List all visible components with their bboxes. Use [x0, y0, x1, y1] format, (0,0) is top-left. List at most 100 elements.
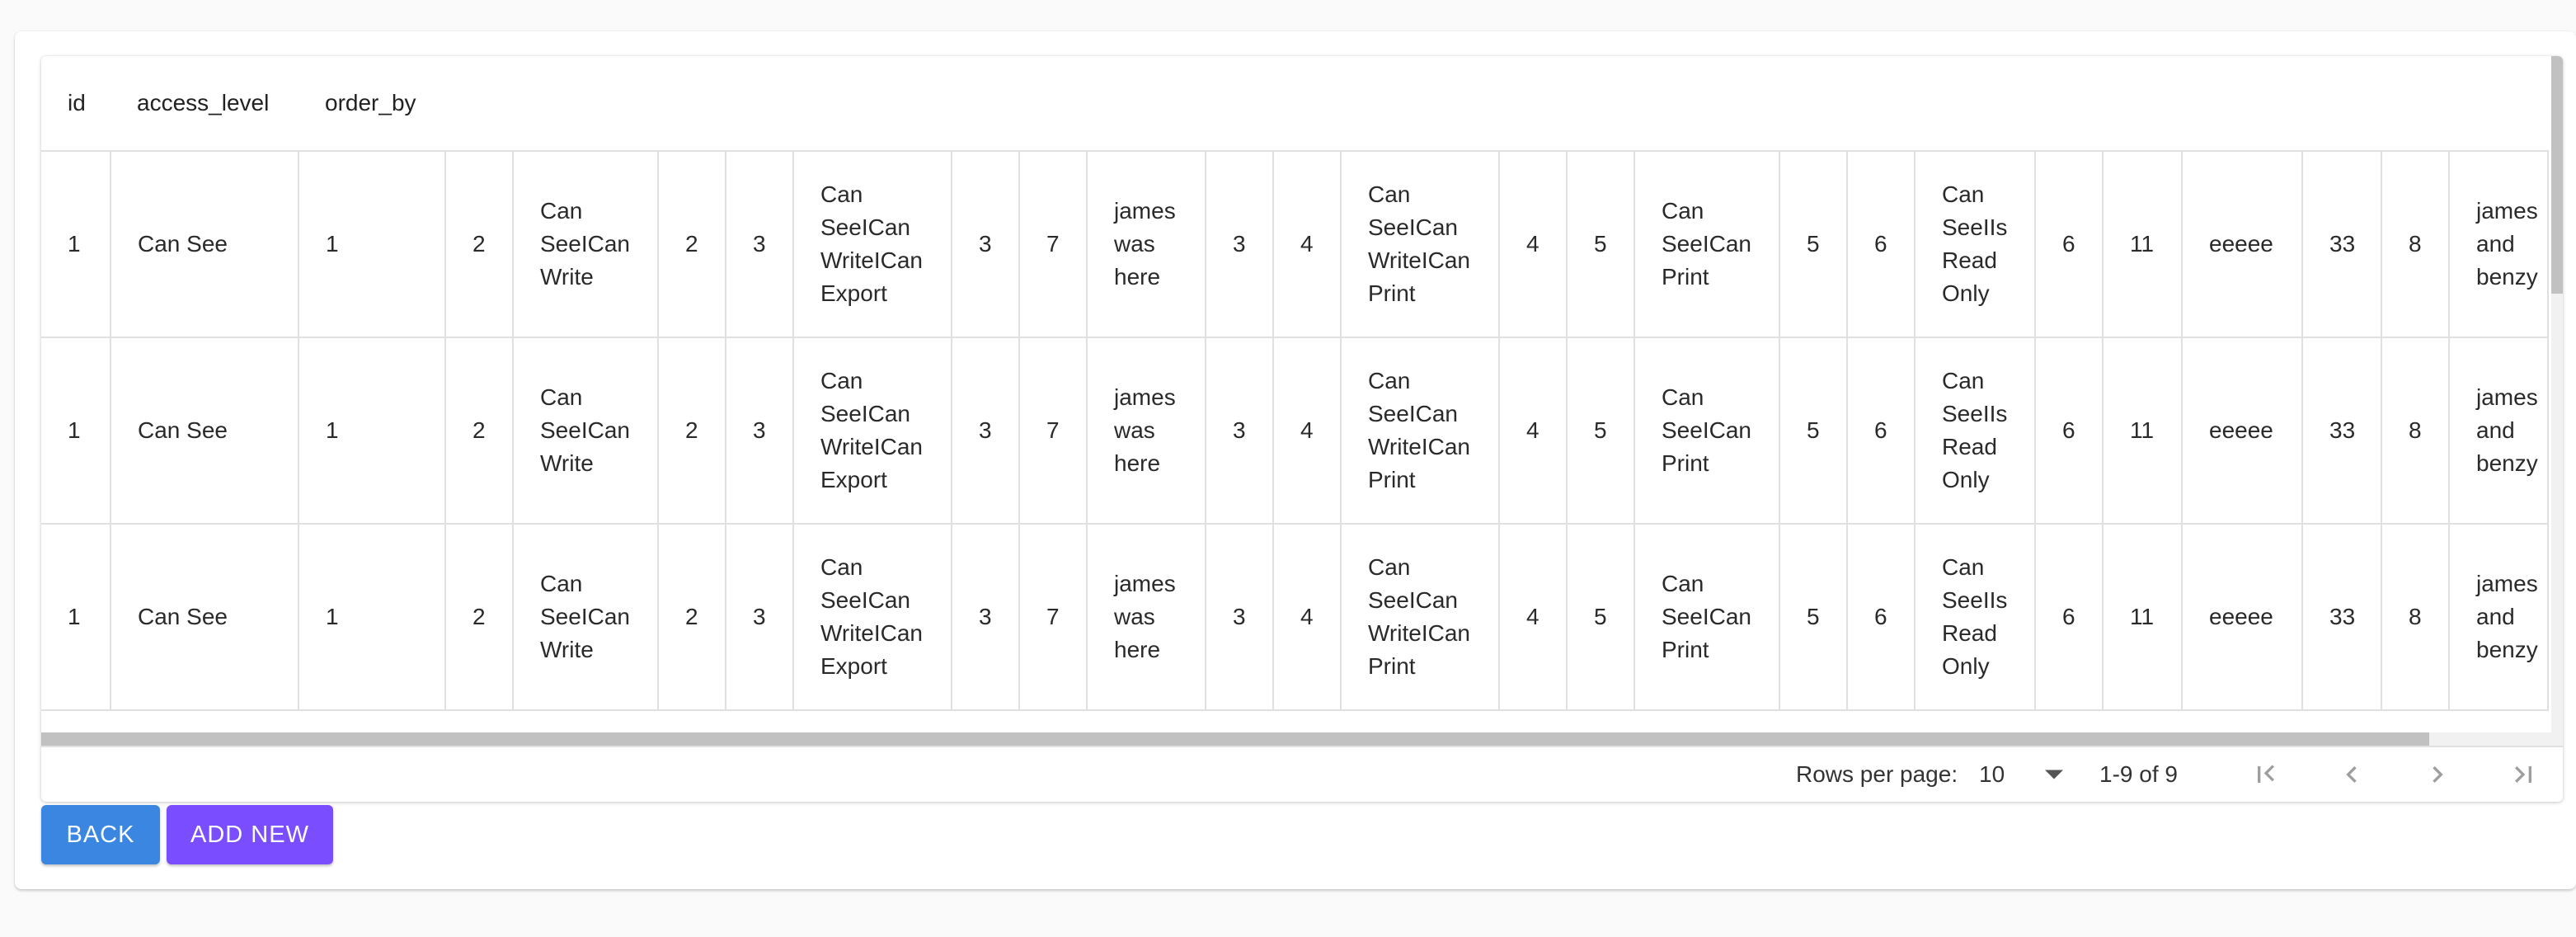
table-cell: 33 — [2301, 523, 2382, 711]
table-cell: 3 — [951, 150, 1020, 338]
table-cell: 2 — [657, 150, 726, 338]
table-cell: Can See — [110, 337, 299, 525]
table-cell: Can SeeICan WriteICan Export — [792, 337, 952, 525]
table-cell: 6 — [1846, 150, 1916, 338]
chevron-right-icon — [2433, 766, 2443, 783]
table-cell: 4 — [1498, 337, 1568, 525]
table-cell: 6 — [2034, 337, 2104, 525]
table-cell: 33 — [2301, 150, 2382, 338]
table-cell: 11 — [2102, 337, 2183, 525]
table-cell: 5 — [1779, 150, 1848, 338]
table-cell: Can SeeICan Print — [1634, 150, 1780, 338]
next-page-button[interactable] — [2416, 753, 2459, 796]
table-cell: 3 — [725, 523, 794, 711]
horizontal-scrollbar[interactable] — [41, 732, 2551, 746]
first-page-button[interactable] — [2245, 753, 2287, 796]
table-cell: 3 — [725, 337, 794, 525]
back-button[interactable]: BACK — [41, 805, 160, 864]
table-cell: james was here — [1086, 337, 1206, 525]
table-cell: 2 — [657, 337, 726, 525]
add-new-button[interactable]: ADD NEW — [167, 805, 333, 864]
table-cell: 1 — [41, 150, 111, 338]
table-cell: 1 — [41, 523, 111, 711]
table-cell: james and benzy — [2448, 150, 2549, 338]
previous-page-button[interactable] — [2330, 753, 2373, 796]
table-cell: Can See — [110, 150, 299, 338]
table-cell: 1 — [41, 337, 111, 525]
table-cell: 2 — [444, 337, 514, 525]
table-cell: Can See — [110, 523, 299, 711]
pagination-range: 1-9 of 9 — [2099, 761, 2178, 787]
table-cell: 3 — [1205, 523, 1274, 711]
table-cell: Can SeeIIs Read Only — [1914, 150, 2036, 338]
vertical-scroll-thumb[interactable] — [2551, 56, 2563, 294]
table-cell: james was here — [1086, 523, 1206, 711]
table-cell: 5 — [1566, 337, 1635, 525]
table-cell: 6 — [2034, 150, 2104, 338]
table-cell: Can SeeIIs Read Only — [1914, 523, 2036, 711]
rows-per-page-label: Rows per page: — [1796, 761, 1958, 787]
table-cell: eeeee — [2181, 523, 2303, 711]
table-cell: 3 — [725, 150, 794, 338]
table-cell: Can SeeICan WriteICan Export — [792, 523, 952, 711]
table-pagination: Rows per page: 10 1-9 of 9 — [41, 746, 2563, 802]
vertical-scrollbar[interactable] — [2551, 56, 2563, 746]
table-cell: 8 — [2381, 150, 2450, 338]
table-cell: Can SeeICan Write — [512, 523, 659, 711]
table-cell: 5 — [1779, 337, 1848, 525]
table-cell: 6 — [1846, 523, 1916, 711]
column-header-access-level[interactable]: access_level — [137, 90, 270, 115]
table-cell: Can SeeICan Write — [512, 150, 659, 338]
rows-per-page-select[interactable]: 10 — [1979, 761, 2005, 787]
table-cell: 2 — [444, 150, 514, 338]
table-cell: 3 — [951, 523, 1020, 711]
table-cell: 5 — [1779, 523, 1848, 711]
first-page-icon — [2258, 765, 2274, 783]
table-cell: 3 — [951, 337, 1020, 525]
last-page-button[interactable] — [2502, 753, 2545, 796]
table-cell: 4 — [1498, 150, 1568, 338]
table-cell: Can SeeICan Print — [1634, 337, 1780, 525]
table-cell: Can SeeICan Write — [512, 337, 659, 525]
table-cell: Can SeeIIs Read Only — [1914, 337, 2036, 525]
table-cell: Can SeeICan WriteICan Export — [792, 150, 952, 338]
column-header-order-by[interactable]: order_by — [325, 90, 416, 115]
table-cell: 7 — [1018, 337, 1088, 525]
table-cell: 6 — [1846, 337, 1916, 525]
table-cell: 4 — [1498, 523, 1568, 711]
table-cell: 5 — [1566, 523, 1635, 711]
table-cell: eeeee — [2181, 337, 2303, 525]
table-cell: james and benzy — [2448, 523, 2549, 711]
table-cell: 4 — [1272, 523, 1342, 711]
table-cell: 11 — [2102, 150, 2183, 338]
table-cell: 5 — [1566, 150, 1635, 338]
table-cell: 3 — [1205, 337, 1274, 525]
table-cell: 8 — [2381, 337, 2450, 525]
table-cell: 8 — [2381, 523, 2450, 711]
table-cell: 1 — [298, 523, 446, 711]
table-cell: 4 — [1272, 337, 1342, 525]
table-cell: Can SeeICan WriteICan Print — [1340, 150, 1500, 338]
table-cell: Can SeeICan WriteICan Print — [1340, 523, 1500, 711]
table-cell: 1 — [298, 150, 446, 338]
column-header-id[interactable]: id — [68, 90, 86, 115]
table-cell: 1 — [298, 337, 446, 525]
table-cell: 7 — [1018, 523, 1088, 711]
table-cell: 11 — [2102, 523, 2183, 711]
table-cell: 6 — [2034, 523, 2104, 711]
table-cell: Can SeeICan WriteICan Print — [1340, 337, 1500, 525]
table-cell: 7 — [1018, 150, 1088, 338]
table-cell: james was here — [1086, 150, 1206, 338]
table-cell: Can SeeICan Print — [1634, 523, 1780, 711]
horizontal-scroll-thumb[interactable] — [41, 732, 2429, 746]
arrow-drop-down-icon[interactable] — [2045, 770, 2063, 779]
chevron-left-icon — [2346, 766, 2357, 783]
header-row: id access_level order_by — [41, 56, 2548, 151]
